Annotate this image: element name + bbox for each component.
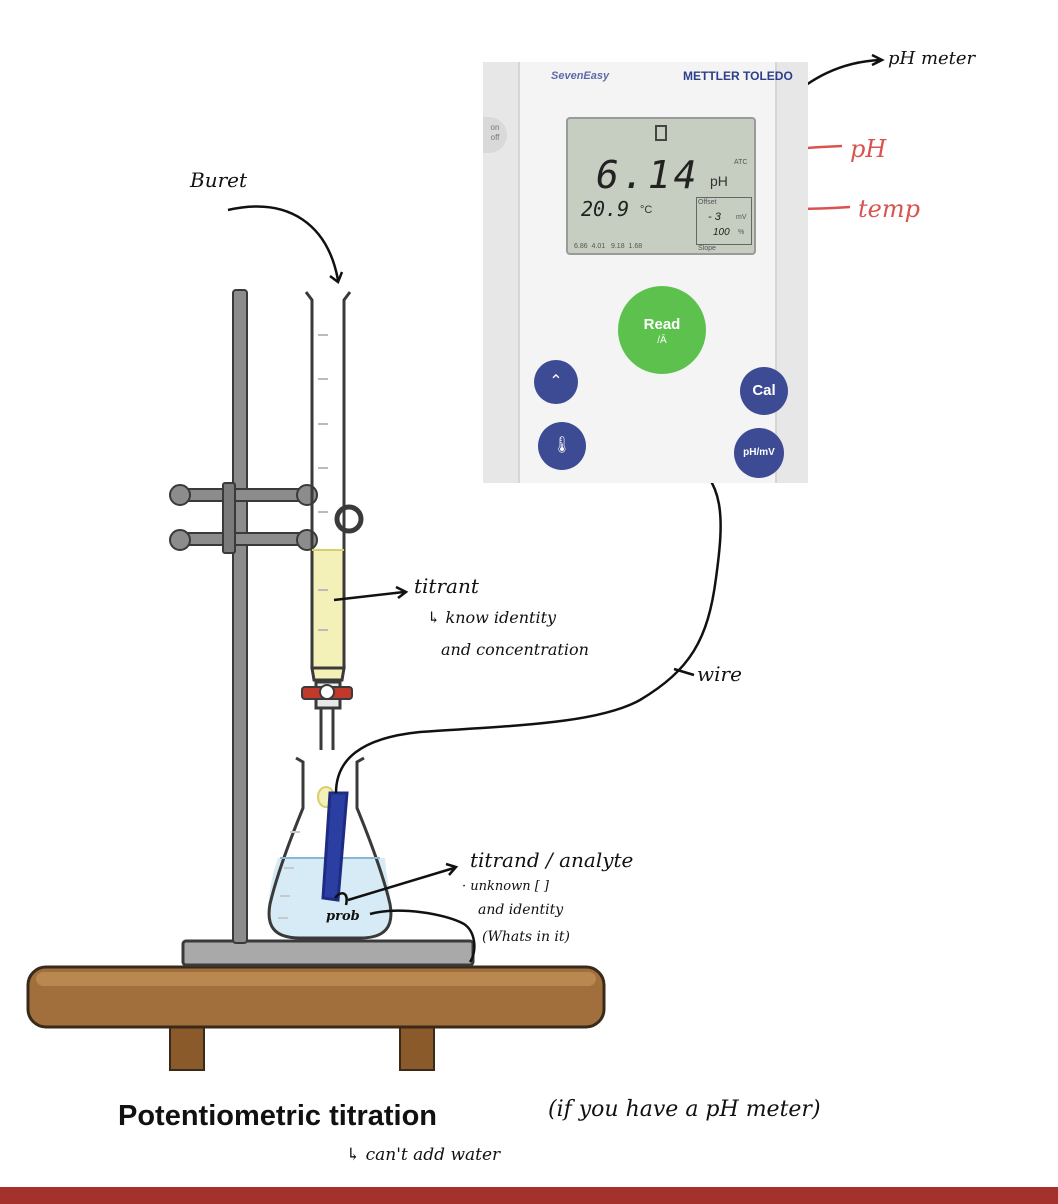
- meter-brand: METTLER TOLEDO: [683, 69, 793, 83]
- cal-button[interactable]: Cal: [740, 367, 788, 415]
- down-temp-button[interactable]: 🌡: [538, 422, 586, 470]
- label-titrand: titrand / analyte: [470, 848, 634, 872]
- label-ph-meter: pH meter: [888, 48, 976, 69]
- lcd-ph-unit: pH: [710, 173, 728, 189]
- table: [26, 965, 606, 1071]
- lcd-ph-value: 6.14: [596, 153, 700, 197]
- ph-probe: [321, 791, 349, 902]
- lcd-temp-unit: °C: [640, 204, 653, 216]
- stand-rod: [232, 289, 248, 944]
- label-titrand-note-3: (Whats in it): [482, 929, 570, 945]
- ph-mv-button[interactable]: pH/mV: [734, 428, 784, 478]
- onoff-button[interactable]: on off: [483, 117, 507, 153]
- thermometer-icon: 🌡: [551, 437, 573, 454]
- up-menu-button[interactable]: ⌃: [534, 360, 578, 404]
- battery-icon: [655, 125, 667, 141]
- chevron-up-icon: ⌃: [549, 373, 563, 390]
- label-probe: prob: [326, 909, 360, 924]
- burette: [301, 291, 353, 808]
- read-button[interactable]: Read /Ā: [618, 286, 706, 374]
- cant-add-water-note: ↳ can't add water: [346, 1145, 501, 1165]
- ph-meter: SevenEasy METTLER TOLEDO on off 6.14 pH …: [483, 62, 808, 483]
- burette-clamp: [169, 482, 364, 554]
- lcd-offset-label: Offset: [698, 199, 717, 206]
- lcd-slope-unit: %: [738, 229, 745, 236]
- lcd-offset-unit: mV: [736, 214, 747, 221]
- label-ph: pH: [850, 135, 887, 163]
- bottom-accent-bar: [0, 1187, 1058, 1204]
- annotation-arrows: [227, 53, 885, 963]
- lcd-offset-value: - 3: [708, 211, 721, 223]
- label-titrant: titrant: [414, 574, 479, 598]
- label-titrant-note-1: ↳ know identity: [427, 608, 557, 627]
- label-titrant-note-2: and concentration: [441, 640, 589, 659]
- lcd-temp-value: 20.9: [581, 197, 630, 221]
- label-wire: wire: [697, 662, 742, 686]
- title-note: (if you have a pH meter): [548, 1097, 821, 1122]
- lcd-atc: ATC: [734, 159, 748, 166]
- stand-base: [181, 939, 475, 967]
- meter-model: SevenEasy: [551, 70, 610, 82]
- probe-wire: [334, 456, 722, 794]
- lcd-slope-value: 100: [713, 227, 730, 238]
- label-temp: temp: [858, 195, 920, 223]
- label-burette: Buret: [190, 168, 248, 192]
- read-button-label: Read: [643, 316, 681, 333]
- lcd-display: 6.14 pH ATC 20.9 °C Offset - 3 mV 100 % …: [566, 117, 756, 255]
- label-titrand-note-2: and identity: [478, 902, 564, 918]
- lcd-buffer-values: 6.86 4.01 9.18 1.68: [574, 243, 643, 250]
- label-titrand-note-1: · unknown [ ]: [462, 879, 549, 894]
- lcd-slope-label: Slope: [698, 245, 716, 252]
- read-icon: /Ā: [657, 335, 667, 346]
- page-title: Potentiometric titration: [118, 1100, 438, 1132]
